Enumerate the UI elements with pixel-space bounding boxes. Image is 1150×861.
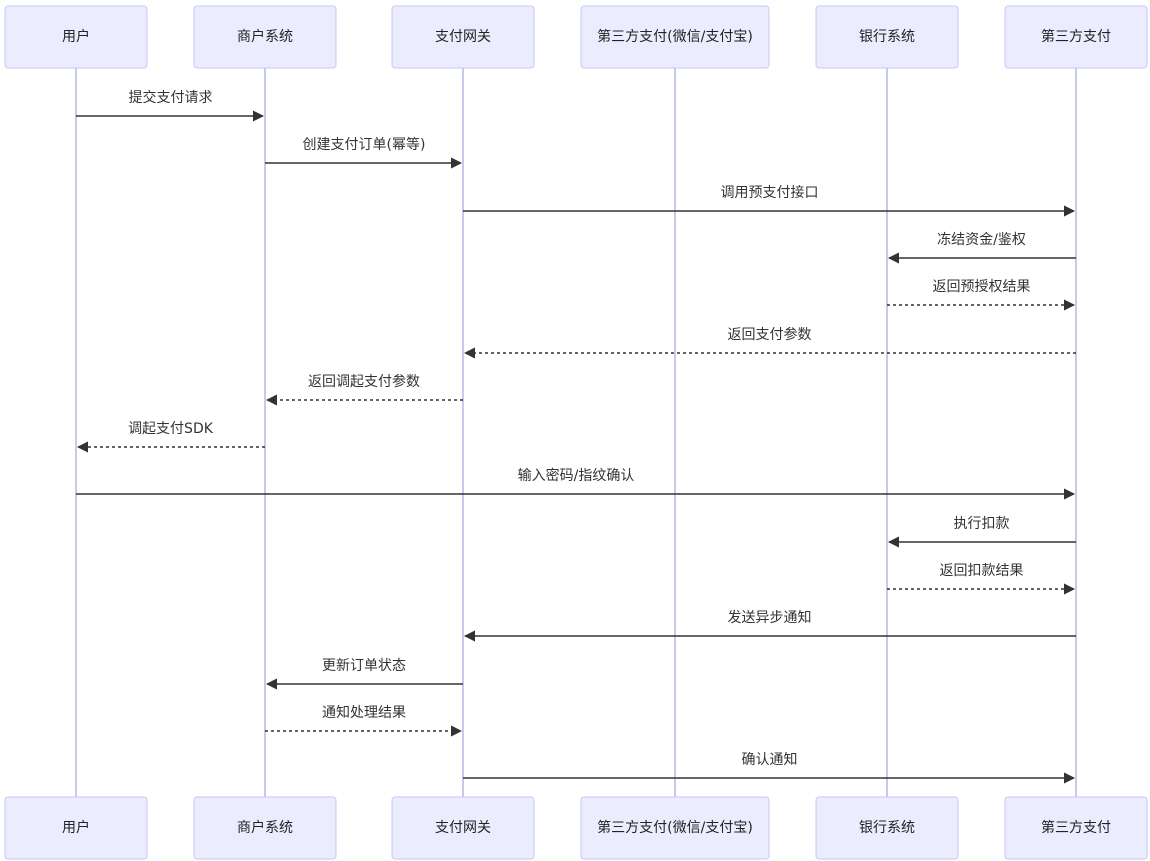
actor-box — [4, 796, 148, 860]
message-1: 提交支付请求 — [76, 89, 265, 122]
actor-bottom-thirdpay: 第三方支付 — [1004, 796, 1148, 860]
actor-top-thirdpay: 第三方支付 — [1004, 5, 1148, 69]
actor-bottom-merchant: 商户系统 — [193, 796, 337, 860]
message-4: 冻结资金/鉴权 — [887, 231, 1076, 264]
message-label: 提交支付请求 — [129, 89, 213, 106]
actor-label: 银行系统 — [859, 820, 915, 836]
actor-box — [1004, 796, 1148, 860]
actor-label: 第三方支付 — [1041, 28, 1111, 45]
message-label: 调起支付SDK — [128, 421, 214, 437]
message-label: 调用预支付接口 — [721, 184, 819, 201]
actor-box — [580, 796, 770, 860]
actor-label: 第三方支付(微信/支付宝) — [597, 819, 753, 836]
actor-box — [815, 796, 959, 860]
message-label: 冻结资金/鉴权 — [937, 231, 1026, 248]
message-label: 返回扣款结果 — [940, 563, 1024, 579]
actor-bottom-user: 用户 — [4, 796, 148, 860]
message-8: 调起支付SDK — [76, 421, 265, 453]
message-14: 通知处理结果 — [265, 704, 463, 737]
actor-label: 银行系统 — [859, 29, 915, 45]
actor-top-gateway: 支付网关 — [391, 5, 535, 69]
actor-bottom-gateway: 支付网关 — [391, 796, 535, 860]
actor-box — [193, 5, 337, 69]
message-7: 返回调起支付参数 — [265, 373, 463, 406]
lifelines — [75, 68, 1077, 797]
message-label: 通知处理结果 — [322, 704, 406, 721]
actor-label: 第三方支付(微信/支付宝) — [597, 28, 753, 45]
message-2: 创建支付订单(幂等) — [265, 136, 463, 169]
actor-label: 用户 — [62, 28, 90, 45]
message-3: 调用预支付接口 — [463, 184, 1076, 217]
message-label: 确认通知 — [742, 751, 798, 768]
message-12: 发送异步通知 — [463, 609, 1076, 642]
actor-top-bank: 银行系统 — [815, 5, 959, 69]
message-13: 更新订单状态 — [265, 658, 463, 690]
actor-bottom-thirdpay_wx: 第三方支付(微信/支付宝) — [580, 796, 770, 860]
actor-label: 支付网关 — [435, 820, 491, 836]
actor-box — [391, 5, 535, 69]
message-label: 发送异步通知 — [728, 609, 812, 626]
actor-box — [815, 5, 959, 69]
actor-box — [580, 5, 770, 69]
actor-bottom-bank: 银行系统 — [815, 796, 959, 860]
actor-box — [1004, 5, 1148, 69]
actor-box — [391, 796, 535, 860]
message-label: 输入密码/指纹确认 — [518, 467, 635, 484]
message-label: 返回调起支付参数 — [308, 373, 420, 390]
actor-top-merchant: 商户系统 — [193, 5, 337, 69]
message-5: 返回预授权结果 — [887, 279, 1076, 311]
actors-bottom: 用户 商户系统 支付网关 第三方支付(微信/支付宝) 银行系统 第三方支付 — [4, 796, 1148, 860]
actor-box — [193, 796, 337, 860]
message-label: 返回预授权结果 — [933, 279, 1031, 295]
actor-label: 用户 — [62, 819, 90, 836]
actor-top-user: 用户 — [4, 5, 148, 69]
actor-label: 商户系统 — [237, 28, 293, 45]
actor-box — [4, 5, 148, 69]
message-label: 更新订单状态 — [322, 658, 406, 674]
message-label: 执行扣款 — [954, 516, 1010, 532]
message-6: 返回支付参数 — [463, 326, 1076, 359]
actors-top: 用户 商户系统 支付网关 第三方支付(微信/支付宝) 银行系统 第三方支付 — [4, 5, 1148, 69]
actor-label: 支付网关 — [435, 29, 491, 45]
actor-label: 第三方支付 — [1041, 819, 1111, 836]
message-9: 输入密码/指纹确认 — [76, 467, 1076, 500]
message-11: 返回扣款结果 — [887, 563, 1076, 595]
message-10: 执行扣款 — [887, 516, 1076, 548]
actor-top-thirdpay_wx: 第三方支付(微信/支付宝) — [580, 5, 770, 69]
message-15: 确认通知 — [463, 751, 1076, 784]
actor-label: 商户系统 — [237, 819, 293, 836]
message-label: 返回支付参数 — [728, 326, 812, 343]
message-label: 创建支付订单(幂等) — [303, 136, 426, 153]
